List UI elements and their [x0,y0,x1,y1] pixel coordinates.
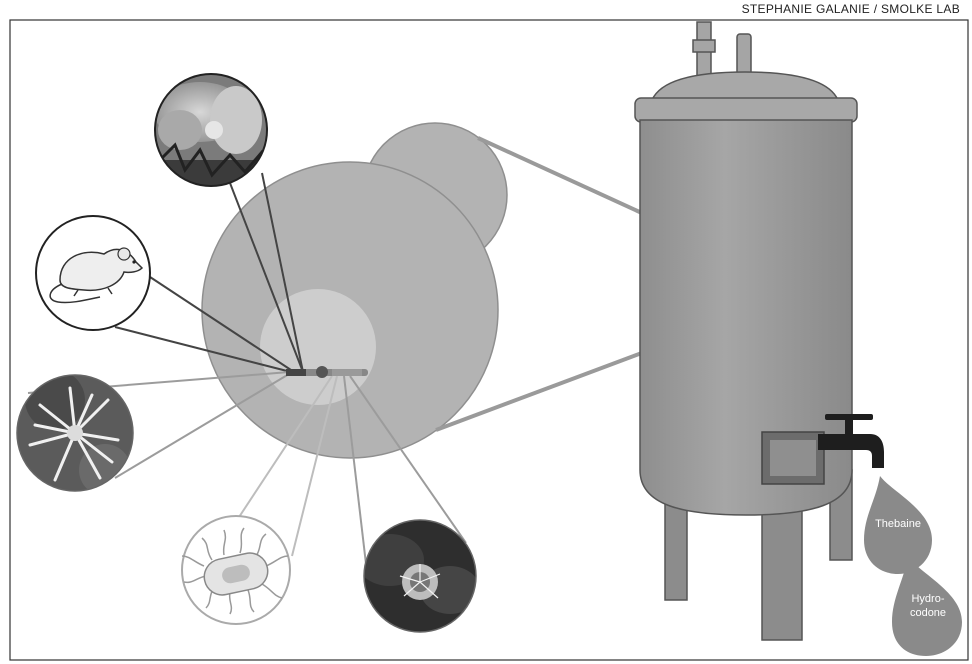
bacterium-drawing [182,516,290,624]
thebaine-label: Thebaine [875,518,921,530]
rat-drawing [36,216,150,330]
hydrocodone-label-line1: Hydro- [911,593,944,605]
hydrocodone-label-line2: codone [910,607,946,619]
